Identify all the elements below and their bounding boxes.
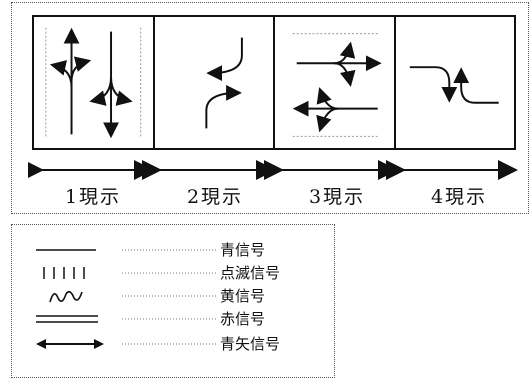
phase-1-label: 1現示: [64, 186, 122, 208]
zigzag-icon: [49, 290, 216, 303]
legend-row-flashing-signal: 点滅信号: [36, 263, 326, 283]
phase-1-panel: [34, 17, 155, 148]
phase-3-label: 3現示: [308, 186, 366, 208]
phase-2-label: 2現示: [186, 186, 244, 208]
legend-label: 黄信号: [220, 287, 266, 305]
solid-line-icon: [36, 249, 216, 251]
legend-row-red-signal: 赤信号: [36, 309, 326, 329]
phase-diagram-frame: [11, 2, 529, 214]
phase-2-movements: [204, 37, 243, 129]
phase-timeline: [28, 160, 518, 180]
phase-1-movements: [45, 27, 142, 139]
legend-frame: [11, 224, 335, 378]
phase-3-panel: [275, 17, 396, 148]
double-arrow-icon: [36, 339, 216, 349]
legend-row-green-arrow-signal: 青矢信号: [36, 334, 326, 354]
phase-4-label: 4現示: [430, 186, 488, 208]
double-line-icon: [36, 315, 216, 323]
legend-row-blue-signal: 青信号: [36, 240, 326, 260]
dashed-vertical-ticks-icon: [43, 267, 216, 279]
phase-4-panel: [396, 17, 515, 148]
legend-label: 点滅信号: [220, 264, 281, 282]
legend-label: 青矢信号: [220, 335, 281, 353]
legend-label: 赤信号: [220, 310, 266, 328]
phase-2-panel: [155, 17, 275, 148]
phase-3-movements: [292, 33, 382, 137]
phase-panels: [32, 15, 516, 150]
phase-4-movements: [409, 66, 499, 104]
legend-row-yellow-signal: 黄信号: [36, 286, 326, 306]
legend-label: 青信号: [220, 241, 266, 259]
